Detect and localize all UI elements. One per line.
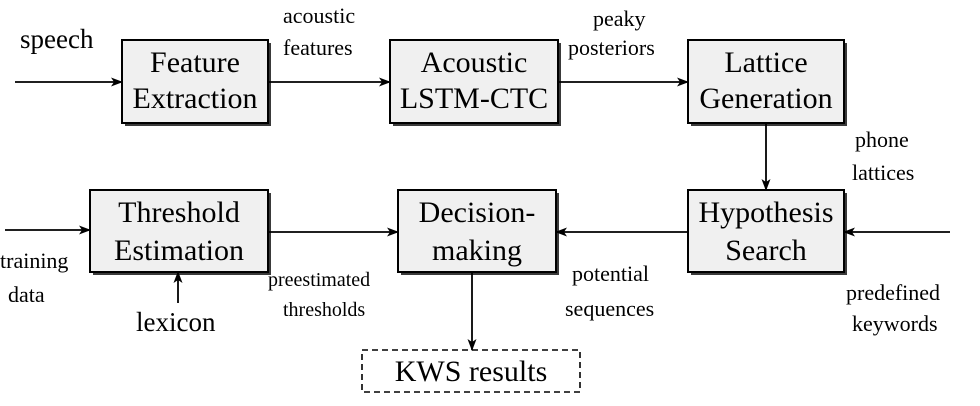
label-training-data-line2: data <box>8 282 45 307</box>
label-preestimated-thresholds-line2: thresholds <box>283 299 365 321</box>
label-potential-sequences-line2: sequences <box>565 296 654 321</box>
node-feature-extraction-line1: Feature <box>150 46 240 79</box>
node-acoustic-line1: Acoustic <box>421 46 528 79</box>
node-acoustic-lstm-ctc: Acoustic LSTM-CTC <box>389 39 561 126</box>
node-decision-making-line1: Decision- <box>419 196 536 229</box>
label-acoustic-features-line2: features <box>283 35 353 60</box>
node-hypothesis-search-line2: Search <box>725 234 807 267</box>
label-peaky-posteriors-line1: peaky <box>593 6 646 31</box>
node-decision-making: Decision- making <box>397 189 559 275</box>
label-preestimated-thresholds-line1: preestimated <box>268 269 370 291</box>
label-potential-sequences-line1: potential <box>572 261 649 286</box>
node-threshold-estimation-line1: Threshold <box>118 196 240 229</box>
node-acoustic-line2: LSTM-CTC <box>400 82 548 115</box>
node-lattice-generation-line1: Lattice <box>724 46 807 79</box>
node-decision-making-line2: making <box>432 234 522 267</box>
node-hypothesis-search: Hypothesis Search <box>687 189 847 275</box>
label-peaky-posteriors-line2: posteriors <box>568 35 655 60</box>
label-speech: speech <box>20 24 94 54</box>
node-feature-extraction-line2: Extraction <box>133 82 258 115</box>
node-lattice-generation: Lattice Generation <box>687 39 847 126</box>
node-kws-results-label: KWS results <box>395 355 548 388</box>
node-threshold-estimation-line2: Estimation <box>114 234 244 267</box>
node-lattice-generation-line2: Generation <box>699 82 832 115</box>
node-feature-extraction: Feature Extraction <box>121 39 271 126</box>
node-kws-results: KWS results <box>361 349 581 393</box>
label-phone-lattices-line1: phone <box>855 127 909 152</box>
label-predefined-keywords-line2: keywords <box>852 311 938 336</box>
label-lexicon: lexicon <box>136 307 216 337</box>
node-threshold-estimation: Threshold Estimation <box>89 189 271 275</box>
node-hypothesis-search-line1: Hypothesis <box>699 196 834 229</box>
label-training-data-line1: training <box>0 248 68 273</box>
label-phone-lattices-line2: lattices <box>852 160 914 185</box>
label-acoustic-features-line1: acoustic <box>283 3 355 28</box>
label-predefined-keywords-line1: predefined <box>846 280 940 305</box>
